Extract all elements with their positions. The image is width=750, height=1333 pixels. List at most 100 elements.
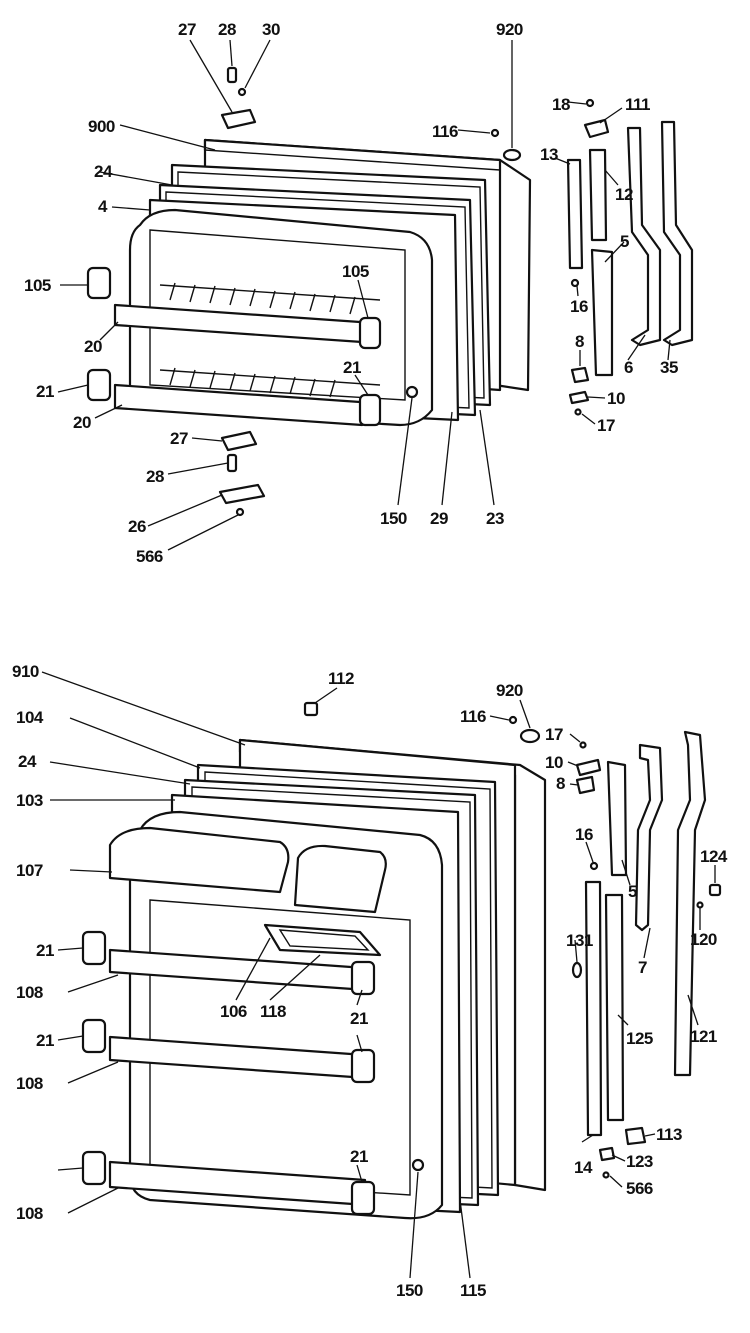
callout-label: 920 <box>496 20 523 39</box>
callout-label: 20 <box>73 413 91 432</box>
hinge-plate-icon <box>598 1146 616 1162</box>
callout-label: 6 <box>624 358 633 377</box>
handle-bracket-icon <box>606 760 628 877</box>
callout-label: 10 <box>607 389 625 408</box>
callout-label: 17 <box>597 416 615 435</box>
callout-label: 13 <box>540 145 558 164</box>
upper-shelf-ribs-bottom <box>159 367 381 398</box>
callout-label: 910 <box>12 662 39 681</box>
screw-icon <box>237 87 247 97</box>
lower-handle-parts <box>571 730 722 1179</box>
screw-icon <box>570 278 580 288</box>
callout-label: 113 <box>656 1125 682 1144</box>
dairy-door-right <box>293 844 387 914</box>
shelf-end-cap-icon <box>81 930 107 966</box>
handle-mount-bracket-icon <box>604 893 625 1122</box>
clip-icon <box>303 701 319 717</box>
callout-label: 21 <box>343 358 361 377</box>
callout-label: 16 <box>570 297 588 316</box>
callout-label: 150 <box>380 509 407 528</box>
handle-mount-bracket-icon <box>588 148 608 242</box>
callout-label: 24 <box>18 752 37 771</box>
door-handle-icon <box>634 743 664 932</box>
callout-label: 920 <box>496 681 523 700</box>
callout-label: 5 <box>620 232 629 251</box>
callout-label: 108 <box>16 1074 43 1093</box>
callout-label: 17 <box>545 725 563 744</box>
plug-icon <box>571 961 583 979</box>
hinge-bracket-icon <box>220 430 258 452</box>
cap-plug-icon <box>519 728 541 744</box>
callout-label: 8 <box>556 774 565 793</box>
shelf-end-cap-icon <box>86 266 112 300</box>
callout-label: 107 <box>16 861 43 880</box>
callout-label: 118 <box>260 1002 286 1021</box>
handle-end-cap-icon <box>583 118 610 139</box>
callout-label: 18 <box>552 95 570 114</box>
callout-label: 120 <box>690 930 717 949</box>
shelf-end-cap-icon <box>81 1018 107 1054</box>
shelf-end-cap-icon <box>86 368 112 402</box>
callout-label: 116 <box>460 707 486 726</box>
callout-label: 131 <box>566 931 593 950</box>
callout-label: 16 <box>575 825 593 844</box>
upper-shelf-ribs-top <box>159 282 381 315</box>
hinge-pin-icon <box>226 453 238 473</box>
callout-label: 21 <box>36 382 54 401</box>
callout-label: 108 <box>16 983 43 1002</box>
shelf-end-cap-icon <box>358 316 382 350</box>
callout-label: 115 <box>460 1281 486 1300</box>
hinge-bracket-icon <box>220 108 257 130</box>
handle-bracket-icon <box>590 248 614 377</box>
lower-door-assembly <box>81 701 722 1220</box>
egg-tray <box>263 923 382 957</box>
callout-label: 28 <box>218 20 236 39</box>
dairy-door-left <box>108 826 290 894</box>
callout-label: 10 <box>545 753 563 772</box>
door-handle-icon <box>626 126 662 347</box>
callout-label: 24 <box>94 162 113 181</box>
callout-label: 21 <box>350 1009 368 1028</box>
handle-clip-icon <box>575 775 596 795</box>
door-handle-icon <box>660 120 694 347</box>
callout-label: 7 <box>638 958 647 977</box>
shelf-end-cap-icon <box>358 393 382 427</box>
hinge-bracket-icon <box>575 758 602 777</box>
door-handle-icon <box>673 730 707 1077</box>
leader-lines <box>41 39 716 1279</box>
screw-icon <box>490 128 500 138</box>
callout-label: 21 <box>36 1031 54 1050</box>
callout-label: 27 <box>178 20 196 39</box>
callout-label: 104 <box>16 708 44 727</box>
callout-label: 116 <box>432 122 458 141</box>
callout-label: 566 <box>626 1179 653 1198</box>
handle-clip-icon <box>568 390 590 405</box>
shelf-end-cap-icon <box>350 960 376 996</box>
upper-handle-parts <box>566 98 694 416</box>
upper-callout-labels: 27 28 30 920 900 116 18 111 13 24 4 12 5… <box>24 20 678 566</box>
callout-label: 150 <box>396 1281 423 1300</box>
callout-label: 8 <box>575 332 584 351</box>
screw-icon <box>405 385 419 399</box>
screw-icon <box>579 741 587 749</box>
callout-label: 29 <box>430 509 448 528</box>
callout-label: 123 <box>626 1152 653 1171</box>
handle-trim-strip-icon <box>584 880 603 1137</box>
callout-label: 21 <box>350 1147 368 1166</box>
shelf-end-cap-icon <box>81 1150 107 1186</box>
handle-trim-strip-icon <box>566 158 584 270</box>
screw-icon <box>602 1171 610 1179</box>
callout-label: 27 <box>170 429 188 448</box>
cap-plug-icon <box>502 148 522 162</box>
shelf-end-cap-icon <box>350 1048 376 1084</box>
callout-label: 103 <box>16 791 43 810</box>
screw-icon <box>508 715 518 725</box>
screw-icon <box>411 1158 425 1172</box>
callout-label: 12 <box>615 185 633 204</box>
callout-label: 30 <box>262 20 280 39</box>
callout-label: 14 <box>574 1158 593 1177</box>
callout-label: 35 <box>660 358 678 377</box>
callout-label: 4 <box>98 197 108 216</box>
hinge-pin-icon <box>226 66 238 84</box>
